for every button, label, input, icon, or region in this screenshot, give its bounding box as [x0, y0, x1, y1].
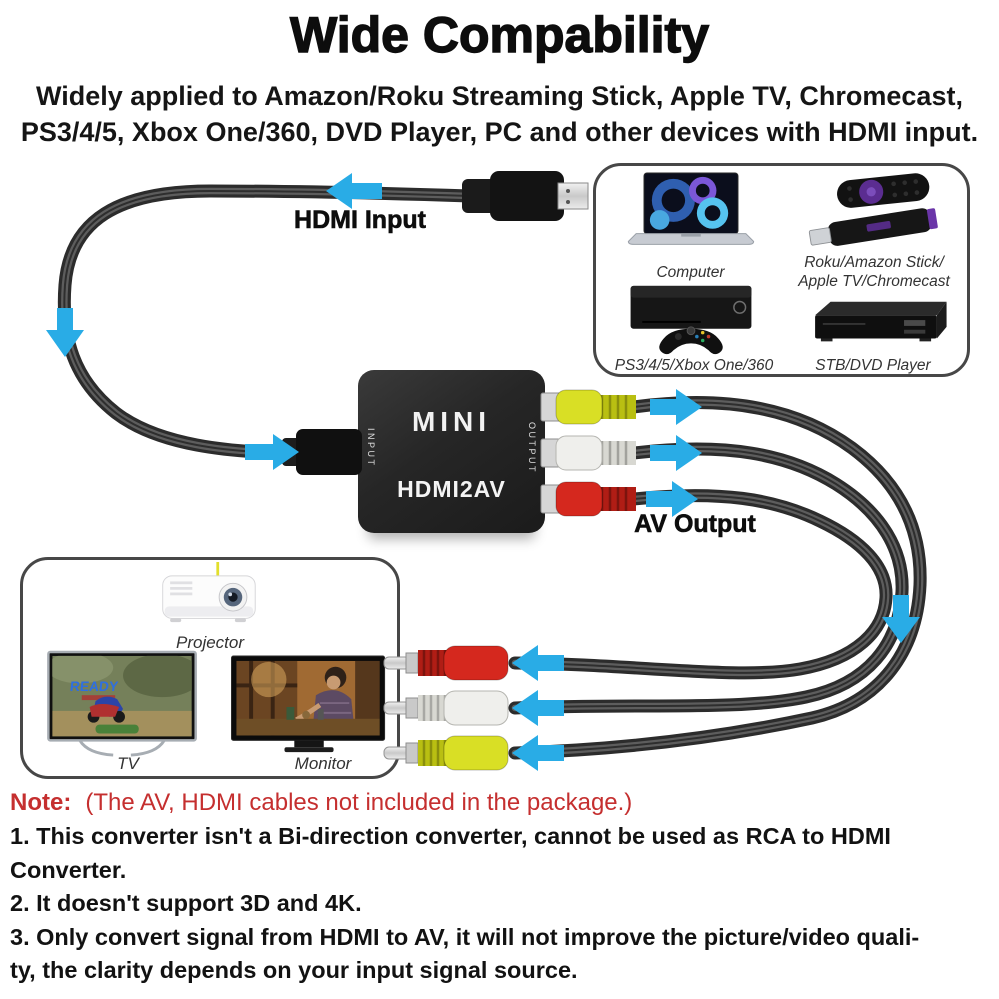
rca-plug-yellow-in — [383, 735, 509, 771]
av-output-label: AV Output — [634, 510, 756, 539]
computer-label: Computer — [656, 264, 725, 281]
av-cables — [508, 396, 927, 760]
streaming-label: Roku/Amazon Stick/ Apple TV/Chromecast — [798, 254, 950, 290]
flow-arrow-left-red-icon — [512, 645, 564, 681]
stb-dvd-player-icon — [815, 301, 947, 342]
flow-arrow-left-white-icon — [512, 690, 564, 726]
subtitle: Widely applied to Amazon/Roku Streaming … — [8, 78, 991, 150]
note-heading: Note: — [10, 789, 72, 816]
flow-arrow-right-icon — [245, 434, 299, 470]
computer-icon — [627, 172, 755, 245]
hdmi-plug-source — [462, 171, 589, 221]
flow-arrow-down-icon — [46, 308, 84, 357]
converter-brand: MINI — [411, 406, 492, 437]
flow-arrow-right-yellow-icon — [650, 389, 702, 425]
note-line: 1. This converter isn't a Bi-direction c… — [10, 823, 891, 849]
tv-label: TV — [117, 754, 139, 773]
monitor-label: Monitor — [294, 754, 352, 773]
rca-plug-yellow-out — [540, 389, 636, 425]
flow-arrow-left-yellow-icon — [512, 735, 564, 771]
subtitle-line-2: PS3/4/5, Xbox One/360, DVD Player, PC an… — [20, 117, 979, 147]
hdmi-input-label: HDMI Input — [294, 206, 427, 235]
converter-input-label: INPUT — [366, 428, 376, 468]
output-devices-box: Projector READY TV — [20, 557, 400, 779]
rca-plug-red-in — [383, 645, 509, 681]
projector-label: Projector — [175, 633, 245, 652]
note-parenthetical: (The AV, HDMI cables not included in the… — [85, 789, 633, 816]
page-title: Wide Compability — [289, 6, 710, 63]
tv-icon: READY — [47, 650, 197, 757]
note-line: 2. It doesn't support 3D and 4K. — [10, 890, 362, 916]
note-line: Converter. — [10, 856, 127, 883]
note-heading-line: Note: (The AV, HDMI cables not included i… — [10, 786, 992, 820]
converter-output-label: OUTPUT — [527, 422, 537, 474]
monitor-icon — [231, 655, 386, 753]
subtitle-line-1: Widely applied to Amazon/Roku Streaming … — [36, 81, 963, 111]
rca-plug-white-out — [540, 435, 636, 471]
hdmi2av-converter: MINI HDMI2AV INPUT OUTPUT — [358, 370, 545, 533]
stb-label: STB/DVD Player — [815, 357, 931, 374]
flow-arrow-down-loop-icon — [882, 595, 920, 643]
tv-screen-text: READY — [69, 679, 119, 694]
flow-arrow-right-white-icon — [650, 435, 702, 471]
note-line: ty, the clarity depends on your input si… — [10, 957, 578, 983]
projector-icon — [162, 562, 256, 623]
console-label: PS3/4/5/Xbox One/360 — [614, 357, 774, 374]
converter-model: HDMI2AV — [397, 476, 506, 502]
streaming-stick-icon — [808, 173, 938, 246]
source-devices-box: Computer Roku/Amazon Stick/ Apple TV/Chr… — [593, 163, 970, 377]
rca-plug-white-in — [383, 690, 509, 726]
note-line: 3. Only convert signal from HDMI to AV, … — [10, 923, 920, 950]
flow-arrow-left-icon — [326, 173, 382, 209]
game-console-icon — [630, 285, 752, 355]
hdmi-plug-converter — [282, 429, 362, 475]
note-section: Note: (The AV, HDMI cables not included i… — [10, 786, 992, 988]
